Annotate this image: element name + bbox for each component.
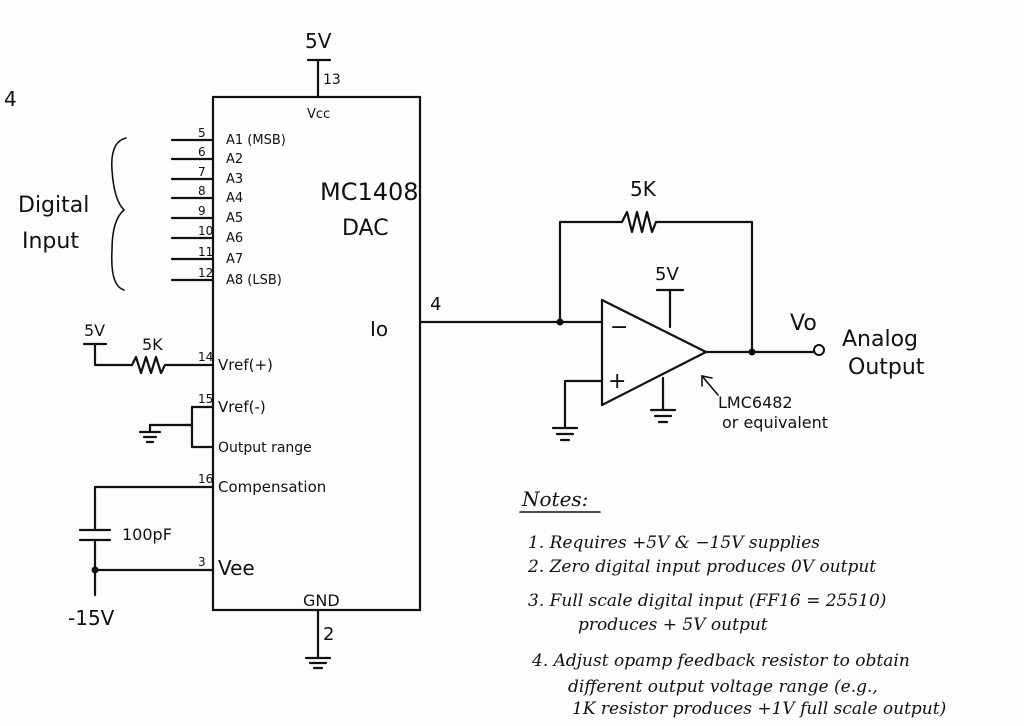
- vcc-label: Vcc: [307, 107, 330, 122]
- address-pin-number: 6: [198, 145, 206, 159]
- address-pin-number: 5: [198, 126, 206, 140]
- left-pin-label: Vref(+): [218, 356, 273, 374]
- address-pin-number: 8: [198, 184, 206, 198]
- chip-type: DAC: [342, 216, 389, 241]
- compensation-wire: [93, 485, 215, 532]
- io-wire-pin: 4: [430, 294, 441, 315]
- address-pin-number: 10: [198, 224, 213, 238]
- opamp-ground-symbol: [649, 408, 677, 424]
- opamp-minus-sign: −: [610, 315, 628, 340]
- notes-list: 1. Requires +5V & −15V supplies 2. Zero d…: [527, 533, 946, 719]
- feedback-resistor-label: 5K: [630, 177, 657, 201]
- output-junction-dot: [748, 348, 756, 356]
- left-pin-number: 3: [198, 555, 206, 569]
- vref-ground-symbol: [138, 423, 162, 444]
- opamp-triangle: [600, 298, 708, 407]
- corner-mark: 4: [4, 87, 17, 111]
- io-label: Io: [370, 317, 388, 341]
- address-pin-number: 12: [198, 266, 213, 280]
- note-line: 2. Zero digital input produces 0V output: [527, 557, 876, 577]
- opamp-plus-wire: [563, 379, 604, 430]
- chip-name: MC1408: [320, 178, 419, 206]
- left-pin-group: 14 Vref(+) 15 Vref(-) Output range 16 Compensa…: [198, 350, 326, 580]
- note-line: 1. Requires +5V & −15V supplies: [528, 533, 820, 553]
- note-line: different output voltage range (e.g.,: [568, 677, 878, 697]
- vcc-pin-number: 13: [323, 72, 341, 88]
- left-pin-number: 14: [198, 350, 213, 364]
- address-pin-label: A5: [226, 211, 243, 226]
- opamp-supply-label: 5V: [655, 264, 679, 285]
- digital-input-line2: Input: [22, 229, 79, 254]
- address-pin-label: A3: [226, 172, 243, 187]
- note-line: 4. Adjust opamp feedback resistor to obt…: [531, 651, 910, 671]
- left-pin-label: Compensation: [218, 478, 326, 496]
- opamp-plus-sign: +: [608, 369, 626, 394]
- output-range-wire: [190, 423, 215, 449]
- vref-minus-wire: [183, 405, 215, 427]
- part-line1: LMC6482: [718, 393, 793, 412]
- digital-input-line1: Digital: [18, 193, 89, 218]
- address-pin-number: 11: [198, 245, 213, 259]
- vref-resistor: [130, 355, 167, 375]
- note-line: 3. Full scale digital input (FF16 = 2551…: [528, 591, 886, 611]
- address-pin-label: A7: [226, 252, 243, 267]
- vee-junction-dot: [91, 566, 99, 574]
- output-terminal: [813, 344, 825, 356]
- left-pin-number: 15: [198, 392, 213, 406]
- address-pin-label: A4: [226, 191, 243, 206]
- feedback-resistor: [620, 210, 658, 234]
- address-pin-label: A2: [226, 152, 243, 167]
- address-pin-label: A1 (MSB): [226, 133, 286, 148]
- capacitor-label: 100pF: [122, 525, 172, 544]
- address-pin-number: 9: [198, 204, 206, 218]
- address-pin-number: 7: [198, 165, 206, 179]
- vref-supply-label: 5V: [84, 321, 105, 340]
- dac-chip-body: [211, 95, 422, 612]
- note-line: produces + 5V output: [578, 615, 768, 635]
- digital-input-brace: [110, 137, 127, 291]
- gnd-pin-number: 2: [323, 624, 334, 645]
- chip-ground-symbol: [304, 656, 332, 670]
- vcc-supply-label: 5V: [305, 29, 332, 53]
- analog-output-line1: Analog: [842, 327, 918, 352]
- address-pin-label: A8 (LSB): [226, 273, 282, 288]
- note-line: 1K resistor produces +1V full scale outp…: [572, 699, 946, 719]
- left-pin-label: Output range: [218, 440, 312, 456]
- left-pin-number: 16: [198, 472, 213, 486]
- vref-wire-left: [93, 342, 134, 367]
- part-arrow-shaft: [701, 375, 719, 396]
- part-line2: or equivalent: [722, 413, 828, 432]
- address-pin-label: A6: [226, 231, 243, 246]
- gnd-label: GND: [303, 591, 340, 610]
- feedback-wire-left: [558, 220, 624, 324]
- neg-supply-label: -15V: [68, 606, 115, 630]
- feedback-wire-right: [654, 220, 754, 354]
- left-pin-label: Vee: [218, 556, 255, 580]
- vref-resistor-label: 5K: [142, 335, 163, 354]
- analog-output-line2: Output: [848, 355, 925, 380]
- vo-label: Vo: [790, 311, 817, 336]
- notes-title: Notes:: [521, 487, 588, 511]
- left-pin-label: Vref(-): [218, 398, 266, 416]
- plus-input-ground-symbol: [551, 426, 579, 442]
- part-arrow-head: [701, 375, 713, 387]
